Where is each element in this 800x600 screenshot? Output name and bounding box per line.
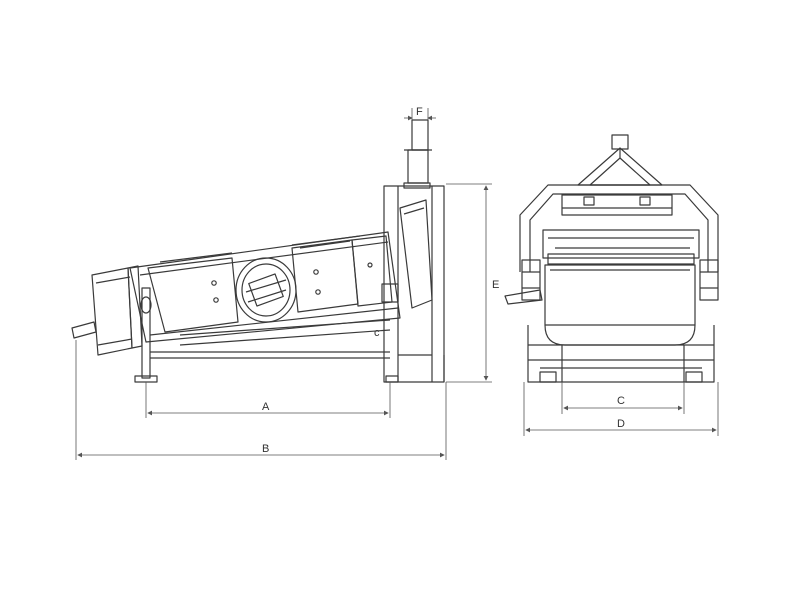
- dim-label-f: F: [416, 106, 423, 118]
- side-view: [71, 119, 445, 383]
- left-support-leg: [134, 287, 158, 383]
- end-view: [504, 134, 719, 383]
- vibration-motor: [235, 257, 297, 323]
- dim-label-e: E: [492, 279, 499, 291]
- side-view-dimensions: [75, 108, 492, 460]
- screen-deck: [129, 231, 401, 343]
- dim-label-a: A: [262, 401, 270, 413]
- outlet-tower: [381, 119, 445, 383]
- end-view-dimensions: [523, 382, 719, 436]
- dim-label-b: B: [262, 443, 269, 455]
- dim-label-small-c: c: [374, 327, 380, 339]
- dim-label-c: C: [617, 395, 625, 407]
- base-frame: [150, 319, 391, 359]
- dim-label-d: D: [617, 418, 625, 430]
- motor-housing: [71, 265, 143, 356]
